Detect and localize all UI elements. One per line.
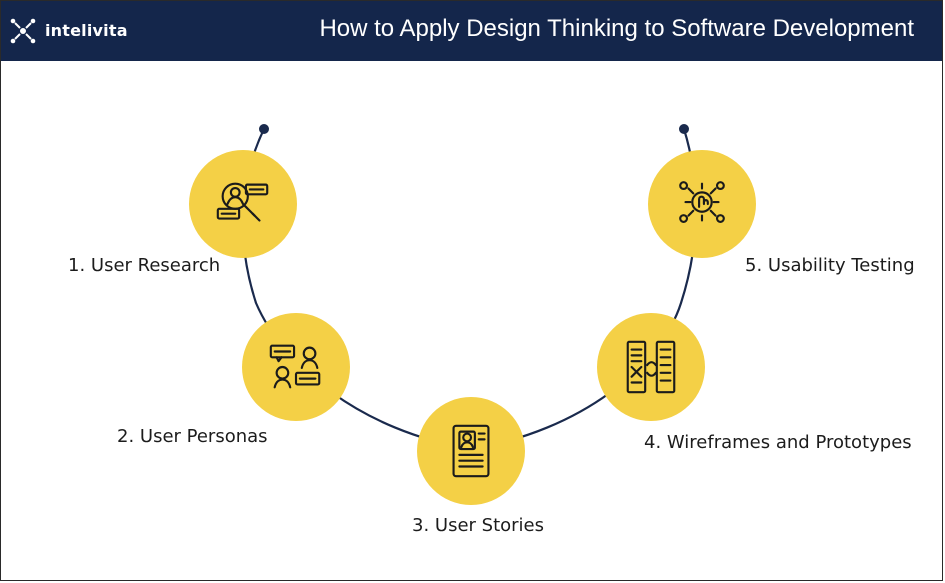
brand-name: intelivita	[45, 21, 128, 40]
step-label-user-stories: 3. User Stories	[412, 515, 544, 536]
step-user-research	[189, 150, 297, 258]
step-user-stories	[417, 397, 525, 505]
page-title: How to Apply Design Thinking to Software…	[319, 15, 914, 42]
user-personas-icon	[269, 344, 321, 389]
step-usability-testing	[648, 150, 756, 258]
step-label-usability-testing: 5. Usability Testing	[745, 255, 915, 276]
step-wireframes-prototypes	[597, 313, 705, 421]
brand-logo[interactable]: intelivita	[9, 14, 139, 48]
step-label-wireframes-prototypes: 4. Wireframes and Prototypes	[644, 432, 912, 453]
step-user-personas	[242, 313, 350, 421]
step-label-user-research: 1. User Research	[68, 255, 221, 276]
connector-start-dot	[259, 124, 269, 134]
header-bar: intelivita How to Apply Design Thinking …	[1, 1, 942, 61]
wireframes-icon	[626, 340, 676, 394]
user-stories-icon	[452, 424, 490, 478]
step-label-user-personas: 2. User Personas	[117, 426, 268, 447]
usability-testing-icon	[679, 181, 725, 223]
logo-icon	[10, 18, 36, 44]
user-research-icon	[216, 182, 269, 222]
connector-end-dot	[679, 124, 689, 134]
